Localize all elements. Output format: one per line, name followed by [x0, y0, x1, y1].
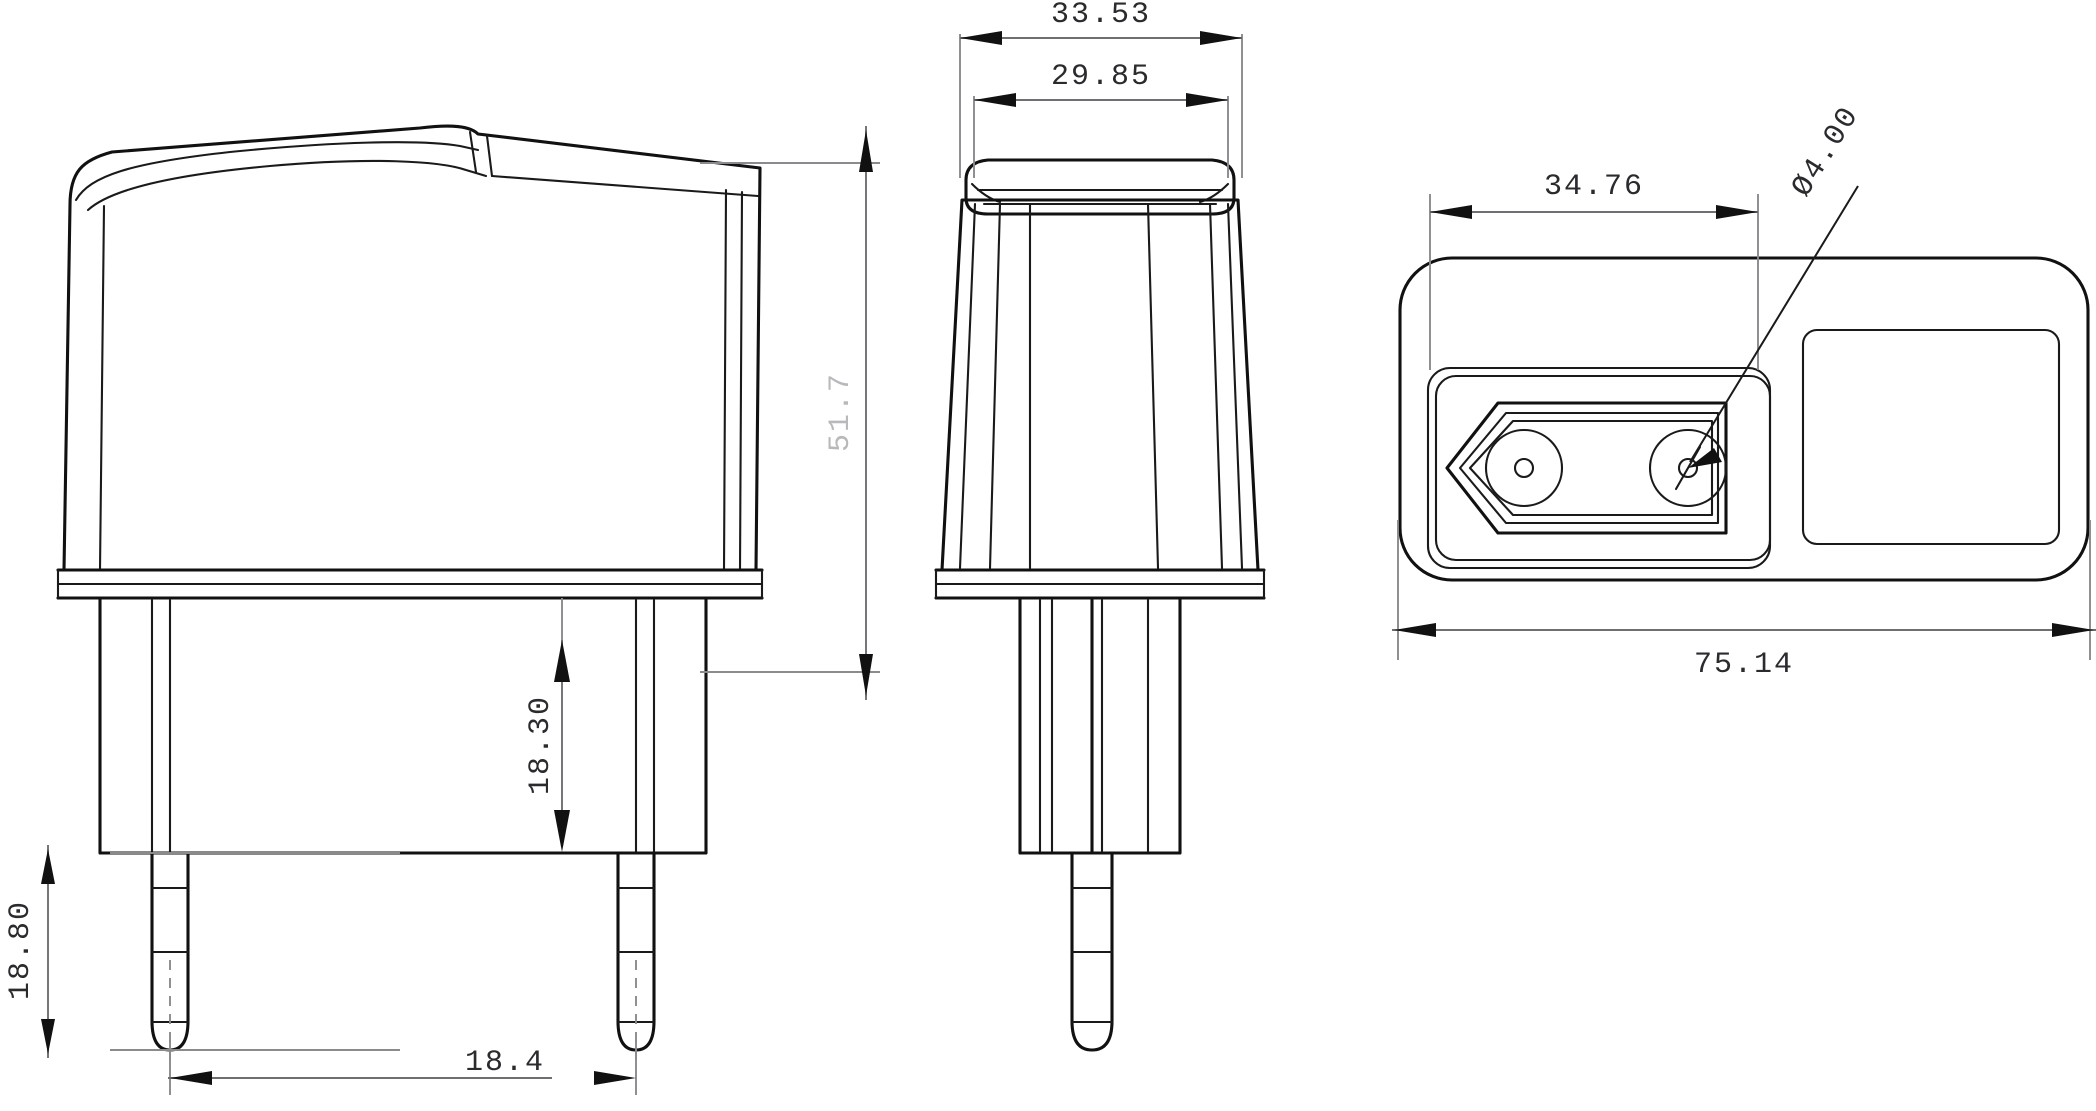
pin-hole-right-outer — [1648, 428, 1728, 508]
dim-7514-arrow-left — [1394, 623, 1436, 637]
dimension-51-7: 51.7 — [700, 126, 880, 700]
dim-517-arrow-bottom — [859, 654, 873, 696]
dim-3476-arrow-right — [1716, 205, 1758, 219]
dimension-18-4: 18.4 — [168, 1040, 637, 1095]
side-body-rib-left-inner — [988, 202, 1002, 570]
front-pin-right — [616, 851, 656, 1062]
dim-2985-text: 29.85 — [1051, 60, 1151, 94]
side-body-rib-left-outer — [958, 202, 977, 570]
dim-517-text: 51.7 — [824, 372, 858, 452]
dim-2985-arrow-right — [1186, 93, 1228, 107]
front-body-outline — [62, 124, 762, 572]
side-top-cap — [964, 158, 1236, 216]
dim-3353-text: 33.53 — [1051, 0, 1151, 32]
dim-1830-text: 18.30 — [524, 695, 558, 795]
label-area-rect — [1801, 328, 2061, 546]
inlet-pin-hole-left — [1484, 428, 1564, 508]
dim-3353-arrow-left — [960, 31, 1002, 45]
dim-d400-text: Ø4.00 — [1786, 100, 1868, 203]
side-view: 33.53 29.85 51.7 — [700, 0, 1266, 1052]
bottom-housing-outline — [1398, 256, 2090, 582]
dim-184-arrow-right — [594, 1071, 636, 1085]
dim-3476-arrow-left — [1430, 205, 1472, 219]
side-body-rib-right-outer — [1208, 202, 1224, 570]
dimension-34-76: 34.76 — [1429, 170, 1759, 370]
dim-1880-arrow-bottom — [41, 1019, 55, 1054]
inlet-recess-outer-2 — [1434, 374, 1772, 562]
front-pin-left — [150, 851, 190, 1062]
pin-hole-left-outer — [1484, 428, 1564, 508]
front-top-facet — [468, 130, 478, 174]
side-body-rib-right-inner — [1146, 202, 1160, 570]
dim-1830-arrow-top — [554, 640, 570, 682]
front-left-inner-edge — [98, 204, 106, 572]
pin-hole-right-inner — [1677, 457, 1699, 479]
dimension-18-30: 18.30 — [524, 598, 570, 852]
front-view: 18.30 18.80 18.4 — [4, 124, 764, 1095]
inlet-c8-opening — [1445, 401, 1728, 535]
dimension-75-14: 75.14 — [1392, 520, 2096, 682]
front-top-crease-2 — [86, 159, 488, 212]
dimension-29-85: 29.85 — [973, 60, 1229, 178]
front-top-facet-2 — [485, 134, 494, 178]
dim-184-text: 18.4 — [465, 1046, 545, 1080]
side-base-block — [1018, 596, 1182, 855]
dimension-33-53: 33.53 — [959, 0, 1243, 178]
dim-3476-text: 34.76 — [1544, 170, 1644, 204]
front-right-inner-edge — [738, 190, 744, 572]
dim-d400-leader-line — [1689, 185, 1859, 463]
bottom-view: 34.76 Ø4.00 75.14 — [1392, 100, 2096, 682]
dim-1880-text: 18.80 — [4, 900, 38, 1000]
side-body-rib-far-right — [1226, 202, 1244, 570]
side-body-outline — [940, 198, 1260, 572]
side-pin — [1070, 851, 1114, 1052]
front-top-edge-right — [490, 174, 760, 198]
front-base-block — [98, 596, 708, 855]
dimension-18-80: 18.80 — [4, 845, 400, 1058]
inlet-c8-opening-inner — [1458, 411, 1720, 525]
dim-517-arrow-top — [859, 130, 873, 172]
dim-3353-arrow-right — [1200, 31, 1242, 45]
dim-2985-arrow-left — [974, 93, 1016, 107]
dim-1880-arrow-top — [41, 849, 55, 884]
inlet-c8-opening-inner2 — [1468, 419, 1714, 517]
dim-7514-arrow-right — [2052, 623, 2094, 637]
dim-1830-arrow-bottom — [554, 810, 570, 852]
dim-184-arrow-left — [170, 1071, 212, 1085]
pin-hole-left-inner — [1513, 457, 1535, 479]
front-top-crease — [74, 141, 480, 202]
dim-7514-text: 75.14 — [1694, 648, 1794, 682]
front-right-inner-edge-2 — [722, 188, 728, 572]
dim-d400-arrowhead — [1688, 448, 1722, 468]
